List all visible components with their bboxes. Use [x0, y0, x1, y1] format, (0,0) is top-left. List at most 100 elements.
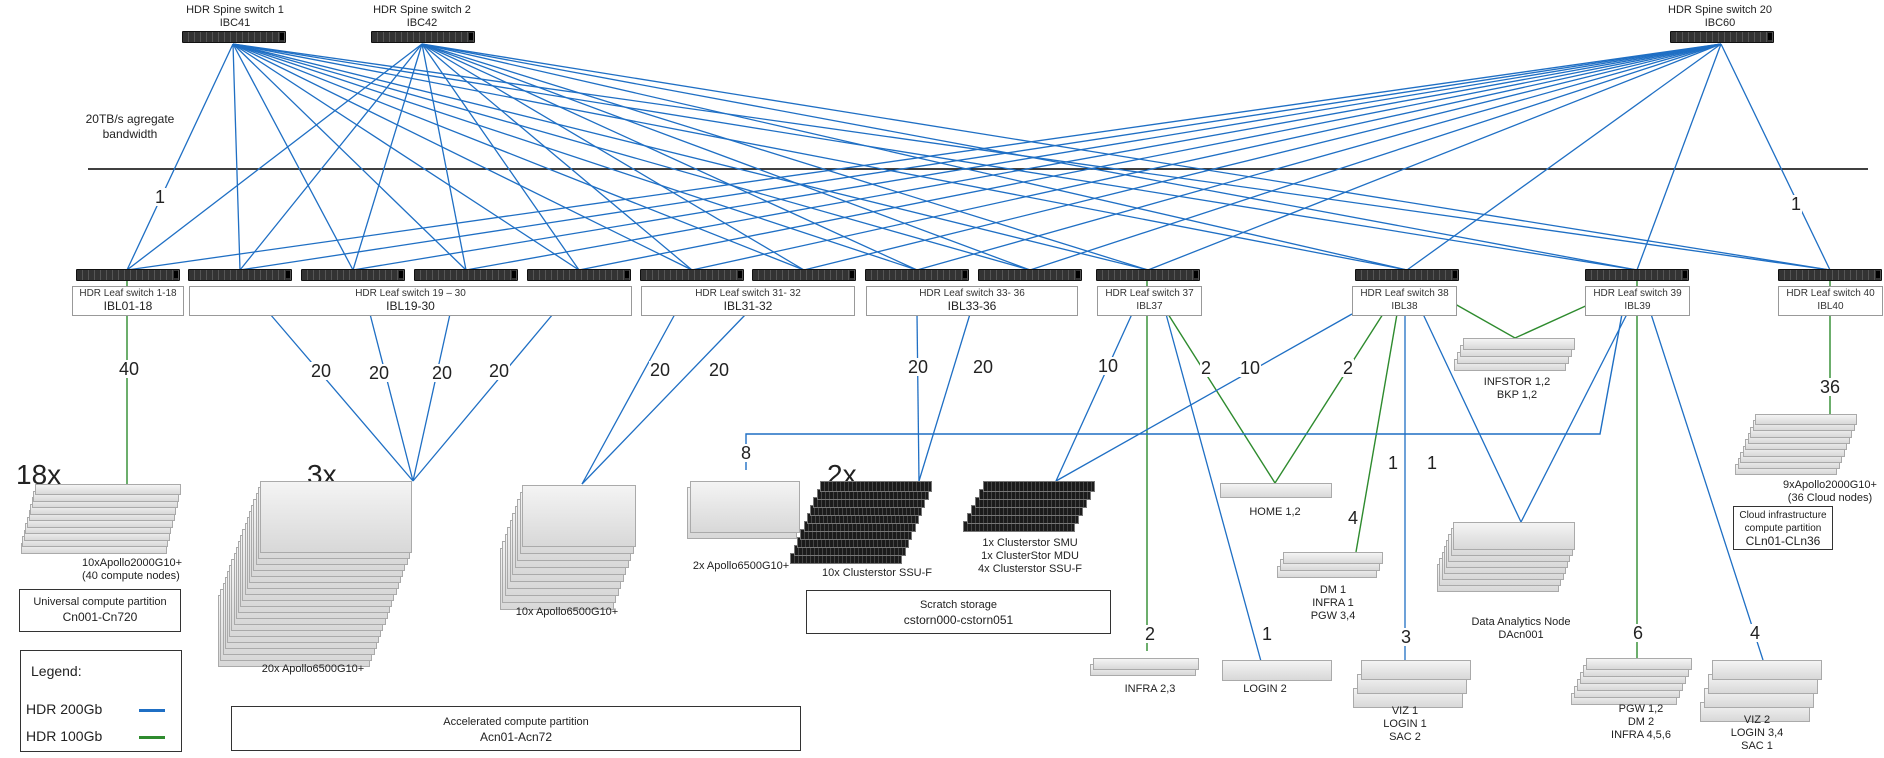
link-count: 36: [1818, 377, 1842, 397]
hdr100-link: [1274, 313, 1384, 484]
infra23-label: INFRA 2,3: [1124, 683, 1176, 695]
spine-switch-20: [1670, 31, 1774, 43]
legend: Legend: HDR 200Gb HDR 100Gb: [20, 650, 182, 752]
leaf-switch: [978, 269, 1082, 281]
leaf-switch: [527, 269, 631, 281]
link-count: 3: [1399, 627, 1413, 647]
link-count: 20: [906, 357, 930, 377]
link-count: 20: [971, 357, 995, 377]
spine-leaf-link: [421, 43, 693, 271]
spine-leaf-link: [232, 43, 580, 271]
spine-leaf-link: [126, 43, 1722, 271]
server-unit: [1361, 660, 1471, 680]
link-count: 2: [1341, 358, 1355, 378]
hdr200-link: [1055, 313, 1133, 482]
legend-label-100: HDR 100Gb: [26, 728, 103, 744]
spine-leaf-link: [232, 43, 693, 271]
server-unit: [1222, 660, 1332, 681]
server-unit: [983, 481, 1095, 492]
spine-leaf-link: [421, 43, 1031, 271]
spine-leaf-link: [232, 43, 241, 271]
spine-leaf-link: [1147, 43, 1722, 271]
leaf-switch: [188, 269, 292, 281]
hdr100-link: [1355, 313, 1398, 553]
link-count: 1: [1789, 194, 1803, 214]
hdr200-link: [916, 313, 920, 482]
server-unit: [690, 481, 800, 533]
link-count: 1: [1260, 624, 1274, 644]
hdr100-link: [1167, 313, 1276, 484]
leaf-switch: [752, 269, 856, 281]
accel2-label: 2x Apollo6500G10+: [692, 560, 790, 572]
spine-leaf-link: [803, 43, 1722, 271]
spine-leaf-link: [421, 43, 1831, 271]
accel10-label: 10x Apollo6500G10+: [515, 606, 619, 618]
legend-swatch-100: [139, 736, 165, 739]
spine-leaf-link: [421, 43, 918, 271]
ssuf-label: 10x Clusterstor SSU-F: [821, 567, 933, 579]
leaf-switch: [414, 269, 518, 281]
spine-leaf-link: [916, 43, 1722, 271]
multiplier-universal: 18x: [16, 459, 62, 490]
link-count: 20: [430, 363, 454, 383]
server-unit: [522, 485, 636, 547]
server-unit: [260, 481, 412, 553]
link-count: 20: [309, 361, 333, 381]
leaf-switch: [76, 269, 180, 281]
server-unit: [1220, 483, 1332, 498]
spine-leaf-link: [421, 43, 1408, 271]
link-count: 6: [1631, 623, 1645, 643]
legend-label-200: HDR 200Gb: [26, 701, 103, 717]
spine-leaf-link: [465, 43, 1722, 271]
spine-leaf-link: [239, 43, 423, 271]
spine-leaf-link: [578, 43, 1722, 271]
server-unit: [1453, 522, 1575, 550]
hdr200-link: [1055, 313, 1353, 482]
leaf-switch: [640, 269, 744, 281]
spine-switch-1: [182, 31, 286, 43]
leaf-switch: [1096, 269, 1200, 281]
legend-swatch-200: [139, 709, 165, 712]
spine-leaf-link: [232, 43, 1149, 271]
universal-nodes-label: 10xApollo2000G10+(40 compute nodes): [82, 557, 182, 582]
leaf-switch: [1355, 269, 1459, 281]
spine-leaf-link: [352, 43, 1722, 271]
spine-leaf-link: [691, 43, 1722, 271]
spine-leaf-link: [239, 43, 1722, 271]
hdr200-link: [369, 313, 414, 482]
spine-leaf-link: [126, 43, 234, 271]
spine-leaf-link: [232, 43, 1031, 271]
spine-leaf-link: [421, 43, 467, 271]
spine-leaf-link: [232, 43, 918, 271]
hdr200-link: [269, 313, 414, 482]
server-unit: [1093, 658, 1199, 670]
link-count: 4: [1748, 623, 1762, 643]
server-unit: [1283, 552, 1383, 564]
hdr200-link: [581, 313, 747, 485]
link-count: 4: [1346, 508, 1360, 528]
spine-leaf-link: [1406, 43, 1722, 271]
hdr200-link: [1422, 313, 1522, 523]
link-count: 20: [648, 360, 672, 380]
hdr200-link: [581, 313, 676, 485]
link-count: 8: [739, 443, 753, 463]
spine-leaf-link: [126, 43, 423, 271]
server-unit: [35, 484, 181, 495]
spine-leaf-link: [421, 43, 805, 271]
